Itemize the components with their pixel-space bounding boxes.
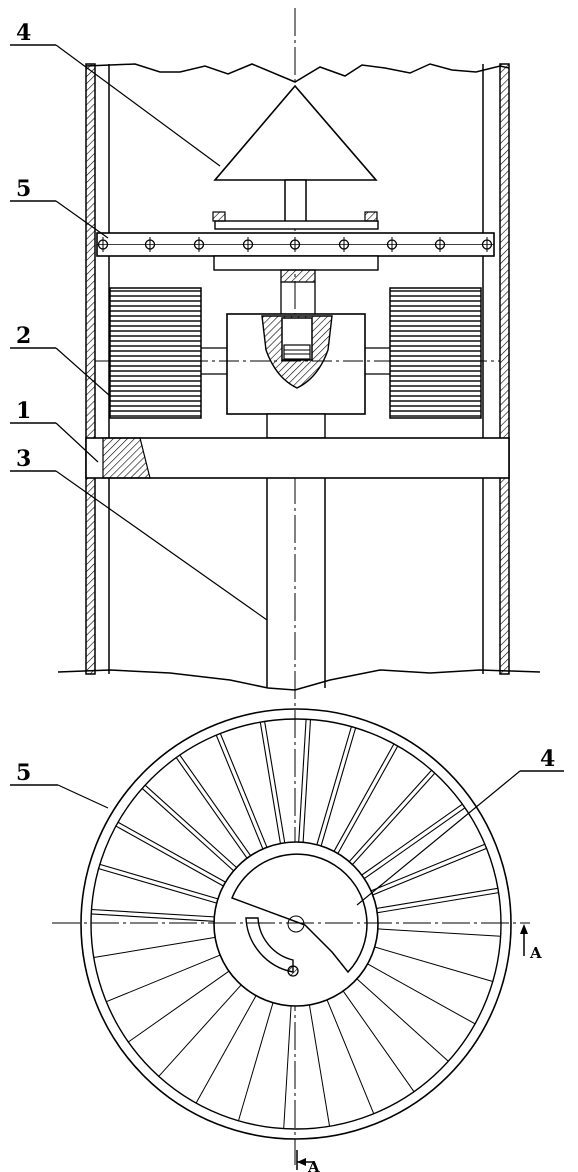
hub-nut [280,269,316,283]
casing-wall-right [499,63,510,675]
spoke [91,913,215,922]
spoke [283,1005,292,1129]
support-beam [85,437,510,479]
spoke [316,726,352,845]
support-beam-section [102,437,151,479]
casing-wall-left [85,63,96,675]
spoke [337,745,399,854]
callout-top-4: 4 [10,20,221,167]
outer-rim-inner [90,718,502,1130]
bottom-break-line [57,669,541,691]
spoke [298,719,307,843]
spoke [175,757,248,859]
spoke [128,970,230,1043]
spoke [144,784,237,868]
spoke [326,999,375,1114]
spoke [264,721,286,843]
spoke [352,772,436,865]
spoke [320,727,357,847]
spoke [372,847,487,896]
pedestal [266,413,326,439]
spoke [117,821,226,883]
distributor-cone [213,84,378,181]
hub-bolt [287,965,299,977]
plan-view [52,708,530,1140]
spoke [98,868,217,904]
spoke [141,788,234,872]
callout-top-5-label: 5 [16,176,31,202]
spoke [376,887,498,909]
radial-spokes [91,719,501,1129]
spoke [302,719,312,843]
outer-rim-outer [80,708,512,1140]
spoke [179,754,252,856]
callout-top-3-label: 3 [16,446,31,472]
section-mark-right-label: A [529,944,542,962]
spoke [377,928,501,937]
coil-block-right [389,287,482,419]
spoke [333,743,395,852]
elevation-view [57,8,541,1165]
spoke [99,863,219,900]
spoke [158,984,242,1077]
cone-stem [284,179,307,223]
spoke [238,1002,274,1121]
clamp-plate [214,220,379,230]
spoke [361,803,463,876]
section-mark-bottom: A [296,1150,320,1172]
callout-top-1-label: 1 [16,398,31,424]
hub-plate [213,255,379,271]
spoke [106,954,221,1003]
spoke [91,908,215,918]
spoke [115,825,224,887]
spoke [374,946,493,982]
spoke [356,978,449,1062]
spoke [342,990,415,1092]
spoke [259,722,281,844]
spoke [364,807,466,880]
callout-top-2-label: 2 [16,323,31,349]
callout-bottom-5-label: 5 [16,760,31,786]
spoke [308,1004,331,1127]
spoke [195,995,257,1104]
section-mark-bottom-label: A [307,1158,320,1172]
callout-top-2: 2 [10,323,111,397]
top-break-line [85,63,510,83]
rotor-bar-holes [97,237,493,252]
callout-bottom-5: 5 [10,760,109,809]
spoke [348,769,432,862]
callout-top-5: 5 [10,176,109,239]
spoke [215,734,264,850]
spoke [377,892,499,914]
spoke [93,936,216,959]
spoke [219,733,268,848]
spoke [370,843,486,892]
callout-bottom-4-label: 4 [540,746,555,772]
cone-section-piece [231,853,368,974]
spoke [367,963,476,1025]
callout-top-1: 1 [10,398,99,463]
coil-block-left [109,287,202,419]
callout-top-3: 3 [10,446,268,621]
callout-bottom-4: 4 [356,746,564,906]
callout-top-4-label: 4 [16,20,31,46]
section-mark-right: A [520,924,542,962]
